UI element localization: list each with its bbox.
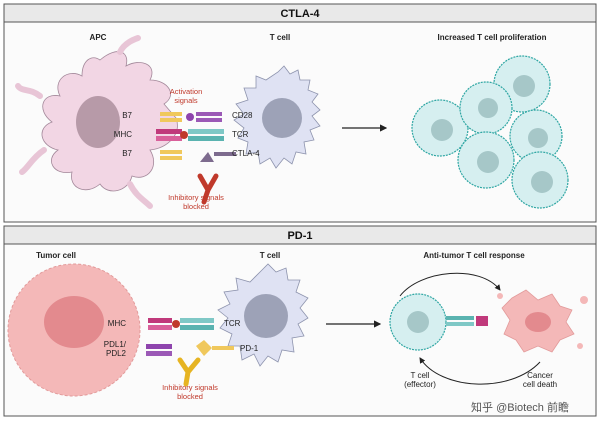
tcr-label-bottom: TCR [224,319,241,328]
tcell-bottom-nucleus [244,294,288,338]
apc-nucleus [76,96,120,148]
tumor-nucleus [44,296,104,348]
tumor-cell [7,263,141,397]
mhc-tcr-pair-bottom [148,318,214,330]
mhc-label-bottom: MHC [108,319,126,328]
tcell-bottom [217,263,309,367]
prolif-nuclei [431,75,553,193]
mhc-label-top: MHC [114,130,132,139]
activation-text-2: signals [174,96,198,105]
tcell-label-top: T cell [270,33,290,42]
watermark: 知乎 @Biotech 前瞻 [471,400,569,414]
ctla4-label: CTLA-4 [232,149,260,158]
tcell-top-nucleus [262,98,302,138]
tcell-label-bottom: T cell [260,251,280,260]
effector-label-1: T cell [411,371,430,380]
pd1-label: PD-1 [240,344,259,353]
cd28-label: CD28 [232,111,253,120]
apc-label: APC [90,33,107,42]
pd1-header-bar [3,225,597,245]
ctla4-header-bar [3,3,597,23]
anti-ctla4-antibody [197,173,219,205]
effector-nucleus [407,311,429,333]
mhc-tcr-pair [156,129,224,141]
tumor-label: Tumor cell [36,251,76,260]
prolif-label: Increased T cell proliferation [438,33,547,42]
curve-arrow-lower [419,357,541,385]
b7-ctla4-pair [160,150,236,162]
effector-tcell [389,293,488,351]
b7-label-upper: B7 [122,111,132,120]
inhibitory-text-2-bottom: blocked [177,392,203,401]
cancer-label-2: cell death [523,380,557,389]
curve-arrow-upper [399,272,501,297]
tcell-top [233,65,321,169]
dying-cancer-cell [497,289,588,353]
anti-pd1-antibody [177,357,201,387]
antitumor-label: Anti-tumor T cell response [423,251,525,260]
pd1-title: PD-1 [287,230,312,242]
cancer-label-1: Cancer [527,371,553,380]
b7-cd28-pair [160,112,222,122]
apc-cell [15,35,178,209]
pdl1-pd1-pair [146,340,234,356]
ctla4-title: CTLA-4 [280,8,320,20]
pdl1-label: PDL1/ [104,340,127,349]
inhibitory-text-1-bottom: Inhibitory signals [162,383,218,392]
inhibitory-text-1-top: Inhibitory signals [168,193,224,202]
tcr-label-top: TCR [232,130,249,139]
pdl2-label: PDL2 [106,349,127,358]
inhibitory-text-2-top: blocked [183,202,209,211]
activation-text-1: Activation [170,87,203,96]
effector-label-2: (effector) [404,380,436,389]
b7-label-lower: B7 [122,149,132,158]
